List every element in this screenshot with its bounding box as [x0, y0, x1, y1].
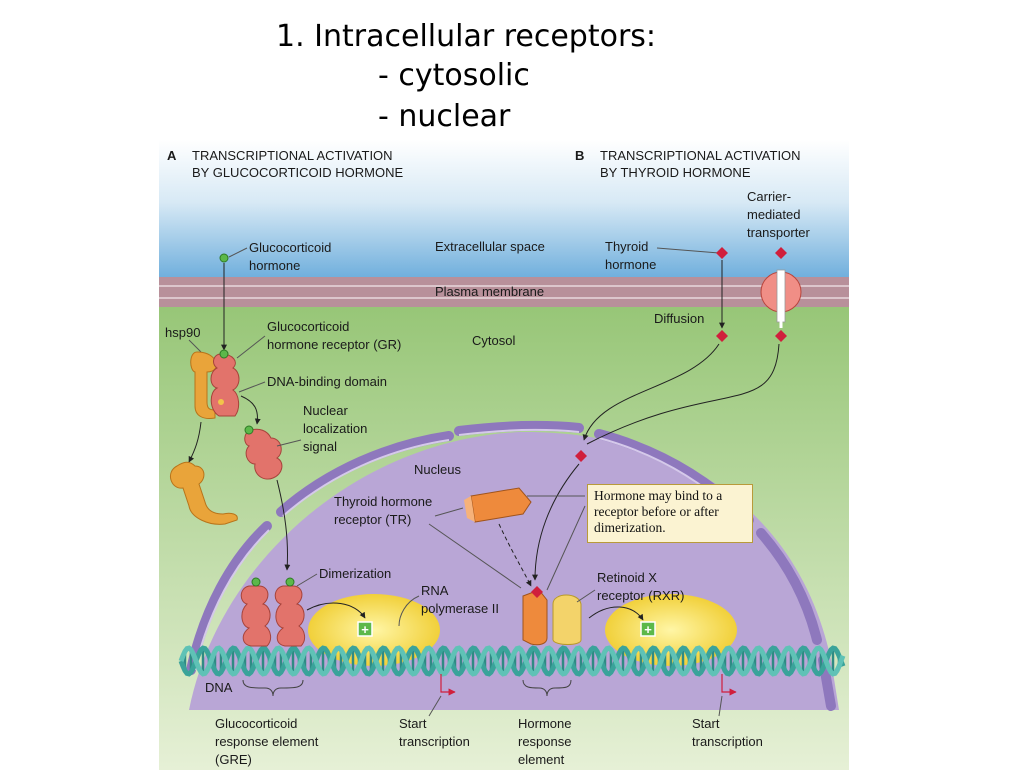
hsp90-released — [169, 461, 238, 525]
svg-text:+: + — [644, 622, 652, 637]
start-transcription-1-label-1: Start — [399, 716, 427, 731]
gr-receptor-bound — [210, 353, 240, 417]
nls-label-1: Nuclear — [303, 403, 348, 418]
gre-label-3: (GRE) — [215, 752, 252, 767]
plasma-membrane-label: Plasma membrane — [435, 284, 544, 299]
nls-label-2: localization — [303, 421, 367, 436]
dna-label: DNA — [205, 680, 233, 695]
nucleus-label: Nucleus — [414, 462, 461, 477]
tr-rxr-heterodimer — [522, 586, 582, 646]
rna-pol-label-2: polymerase II — [421, 601, 499, 616]
carrier-label-3: transporter — [747, 225, 811, 240]
hre-label-2: response — [518, 734, 571, 749]
gr-dimer — [240, 577, 306, 647]
dimerization-label: Dimerization — [319, 566, 391, 581]
glucocorticoid-hormone-label-1: Glucocorticoid — [249, 240, 331, 255]
hsp90-label: hsp90 — [165, 325, 200, 340]
dna-strand — [178, 645, 846, 677]
start-transcription-2-label-1: Start — [692, 716, 720, 731]
transcription-start-arrow-2 — [721, 674, 737, 696]
rxr-label-2: receptor (RXR) — [597, 588, 684, 603]
thyroid-hormone-label-2: hormone — [605, 257, 656, 272]
panel-a-heading-2: BY GLUCOCORTICOID HORMONE — [192, 165, 403, 180]
carrier-label-1: Carrier- — [747, 189, 791, 204]
svg-text:+: + — [361, 622, 369, 637]
thyroid-hormone-receptor — [464, 487, 532, 523]
hre-label-1: Hormone — [518, 716, 571, 731]
panel-a-letter: A — [167, 148, 177, 163]
callout-note: Hormone may bind to a receptor before or… — [587, 484, 753, 543]
gr-receptor-free — [244, 428, 283, 480]
thyroid-hormone-molecule-1 — [716, 247, 728, 259]
glucocorticoid-hormone-molecule — [219, 253, 229, 263]
thyroid-hormone-molecule-2 — [775, 247, 787, 259]
plasma-membrane — [159, 277, 849, 307]
dna-helix — [178, 645, 846, 677]
hre-label-3: element — [518, 752, 565, 767]
gre-label-1: Glucocorticoid — [215, 716, 297, 731]
nls-label-3: signal — [303, 439, 337, 454]
extracellular-space-label: Extracellular space — [435, 239, 545, 254]
diffusion-label: Diffusion — [654, 311, 704, 326]
thyroid-hormone-label-1: Thyroid — [605, 239, 648, 254]
signaling-figure: A TRANSCRIPTIONAL ACTIVATION BY GLUCOCOR… — [159, 140, 849, 770]
dna-binding-domain-label: DNA-binding domain — [267, 374, 387, 389]
thyroid-hormone-molecule-nuclear — [575, 450, 587, 462]
thyroid-hormone-molecule-4 — [775, 330, 787, 342]
extracellular-space — [159, 140, 849, 279]
tr-label-1: Thyroid hormone — [334, 494, 432, 509]
panel-b-heading-1: TRANSCRIPTIONAL ACTIVATION — [600, 148, 801, 163]
slide-item-nuclear: - nuclear — [378, 99, 511, 134]
glucocorticoid-hormone-label-2: hormone — [249, 258, 300, 273]
activation-plus-2 — [640, 621, 656, 637]
activation-plus-1 — [357, 621, 373, 637]
rna-pol-label-1: RNA — [421, 583, 449, 598]
panel-b-letter: B — [575, 148, 584, 163]
gr-label-1: Glucocorticoid — [267, 319, 349, 334]
slide-item-cytosolic: - cytosolic — [378, 58, 530, 93]
rxr-label-1: Retinoid X — [597, 570, 657, 585]
tr-label-2: receptor (TR) — [334, 512, 411, 527]
start-transcription-1-label-2: transcription — [399, 734, 470, 749]
cytosol-label: Cytosol — [472, 333, 515, 348]
panel-a-heading-1: TRANSCRIPTIONAL ACTIVATION — [192, 148, 393, 163]
transcription-start-arrow-1 — [440, 674, 456, 696]
start-transcription-2-label-2: transcription — [692, 734, 763, 749]
gr-label-2: hormone receptor (GR) — [267, 337, 401, 352]
panel-b-heading-2: BY THYROID HORMONE — [600, 165, 751, 180]
carrier-label-2: mediated — [747, 207, 800, 222]
thyroid-hormone-molecule-3 — [716, 330, 728, 342]
gre-label-2: response element — [215, 734, 319, 749]
slide-title: 1. Intracellular receptors: — [276, 19, 657, 54]
